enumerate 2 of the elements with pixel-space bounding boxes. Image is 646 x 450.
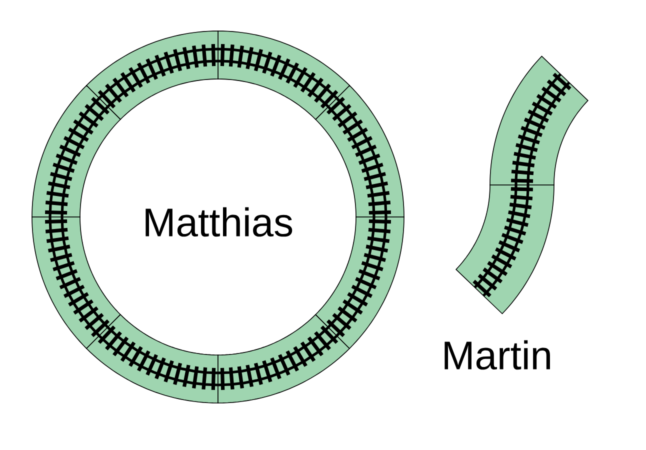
track-label: Martin <box>444 340 550 370</box>
track-label: Matthias <box>146 207 292 237</box>
